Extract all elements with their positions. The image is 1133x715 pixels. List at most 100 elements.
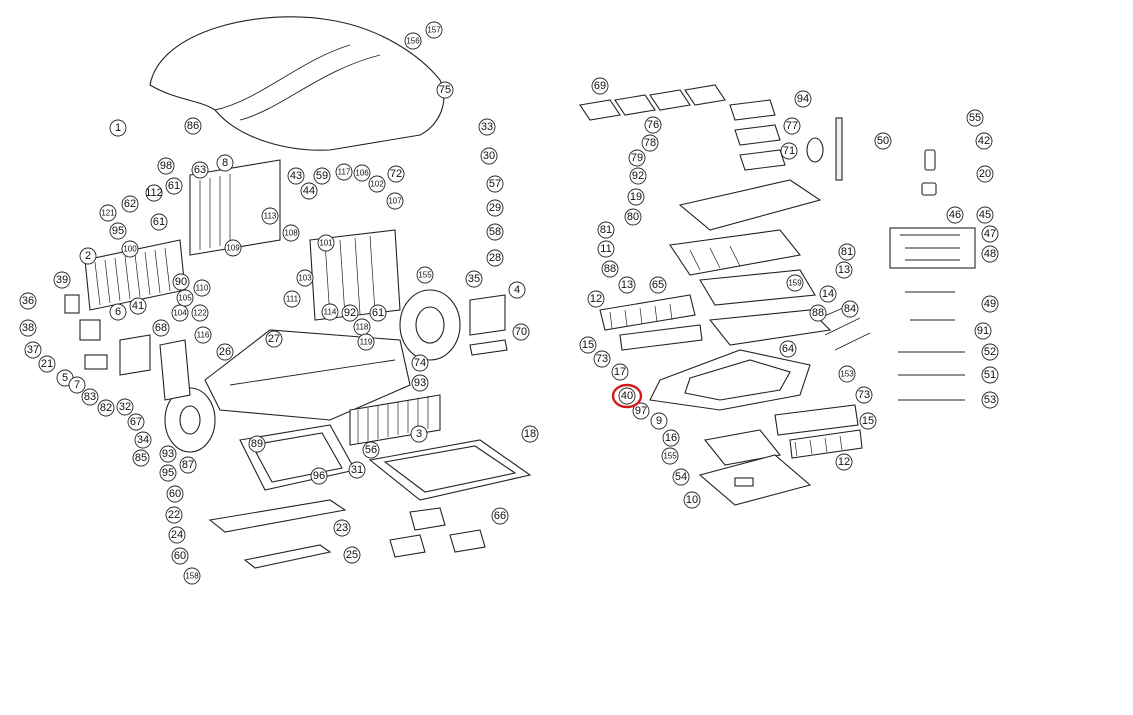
svg-text:31: 31 — [351, 464, 363, 476]
callout: 35 — [465, 270, 483, 288]
callout: 101 — [317, 234, 335, 252]
svg-text:100: 100 — [123, 245, 137, 254]
tray-77b — [734, 124, 781, 146]
svg-text:66: 66 — [494, 510, 506, 522]
svg-text:56: 56 — [365, 444, 377, 456]
svg-text:153: 153 — [840, 370, 854, 379]
tray-77c — [739, 149, 786, 171]
svg-text:79: 79 — [631, 152, 643, 164]
svg-text:11: 11 — [600, 243, 611, 255]
svg-text:74: 74 — [414, 357, 426, 369]
svg-text:91: 91 — [977, 325, 989, 337]
callout: 27 — [265, 330, 283, 348]
callout: 54 — [672, 468, 690, 486]
svg-text:41: 41 — [132, 300, 144, 312]
svg-text:95: 95 — [112, 225, 124, 237]
svg-text:77: 77 — [786, 120, 798, 132]
callouts-left: 157 156 1 75 86 8 33 30 57 29 58 28 98 6… — [19, 21, 539, 585]
svg-text:112: 112 — [145, 187, 163, 199]
callout: 20 — [976, 165, 994, 183]
callout: 98 — [157, 157, 175, 175]
callout: 10 — [683, 491, 701, 509]
svg-text:83: 83 — [84, 391, 96, 403]
svg-text:102: 102 — [370, 180, 384, 189]
left-assembly — [64, 16, 532, 569]
svg-text:48: 48 — [984, 248, 996, 260]
svg-text:121: 121 — [101, 209, 115, 218]
callout: 84 — [841, 300, 859, 318]
callout: 83 — [81, 388, 99, 406]
right-assembly — [579, 84, 976, 506]
callout: 117 — [335, 163, 353, 181]
callout: 55 — [966, 109, 984, 127]
capacitor — [64, 294, 80, 314]
svg-text:19: 19 — [630, 191, 642, 203]
callout: 61 — [369, 304, 387, 322]
callout: 7 — [68, 376, 86, 394]
callout: 61 — [165, 177, 183, 195]
callout: 30 — [480, 147, 498, 165]
callout: 11 — [597, 240, 615, 258]
callout: 1 — [109, 119, 127, 137]
callout: 94 — [794, 90, 812, 108]
callout: 80 — [624, 208, 642, 226]
svg-text:7: 7 — [74, 379, 80, 391]
callout: 70 — [512, 323, 530, 341]
filter-frame-3 — [649, 89, 691, 111]
svg-text:155: 155 — [418, 271, 432, 280]
filter-frame-4 — [684, 84, 726, 106]
callout: 28 — [486, 249, 504, 267]
filter-15-left — [619, 324, 703, 351]
callout: 61 — [150, 213, 168, 231]
callout: 60 — [171, 547, 189, 565]
callout: 95 — [159, 464, 177, 482]
svg-text:85: 85 — [135, 452, 147, 464]
callout: 74 — [411, 354, 429, 372]
svg-text:109: 109 — [226, 244, 240, 253]
callout: 53 — [981, 391, 999, 409]
svg-text:105: 105 — [178, 294, 192, 303]
bracket-assembly — [208, 499, 347, 533]
callout: 48 — [981, 245, 999, 263]
svg-text:27: 27 — [268, 333, 280, 345]
svg-text:95: 95 — [162, 467, 174, 479]
foam-pad-2 — [389, 534, 426, 558]
callout: 6 — [109, 303, 127, 321]
duct-panel-80 — [678, 179, 822, 231]
callout: 42 — [975, 132, 993, 150]
callout: 43 — [287, 167, 305, 185]
svg-text:73: 73 — [596, 353, 608, 365]
callout: 37 — [24, 341, 42, 359]
svg-text:108: 108 — [284, 229, 298, 238]
callout: 158 — [183, 567, 201, 585]
svg-text:54: 54 — [675, 471, 687, 483]
svg-text:106: 106 — [355, 169, 369, 178]
svg-text:42: 42 — [978, 135, 990, 147]
svg-text:57: 57 — [489, 178, 501, 190]
svg-text:18: 18 — [524, 428, 536, 440]
svg-text:16: 16 — [665, 432, 677, 444]
svg-text:93: 93 — [414, 377, 426, 389]
callout: 34 — [134, 431, 152, 449]
callout: 71 — [780, 142, 798, 160]
svg-text:25: 25 — [346, 549, 358, 561]
holder-20 — [921, 182, 937, 196]
duct-panel-88 — [699, 269, 816, 306]
svg-text:67: 67 — [130, 416, 142, 428]
svg-text:50: 50 — [877, 135, 889, 147]
svg-text:98: 98 — [160, 160, 172, 172]
callout: 68 — [152, 319, 170, 337]
svg-text:61: 61 — [168, 180, 180, 192]
callout: 15 — [859, 412, 877, 430]
svg-text:21: 21 — [41, 358, 53, 370]
callout: 114 — [321, 303, 339, 321]
svg-text:71: 71 — [783, 145, 795, 157]
callout: 157 — [425, 21, 443, 39]
relay — [79, 319, 101, 341]
callout: 93 — [159, 445, 177, 463]
callout: 40 — [618, 387, 636, 405]
callout: 62 — [121, 195, 139, 213]
callout: 88 — [809, 304, 827, 322]
callout: 86 — [184, 117, 202, 135]
